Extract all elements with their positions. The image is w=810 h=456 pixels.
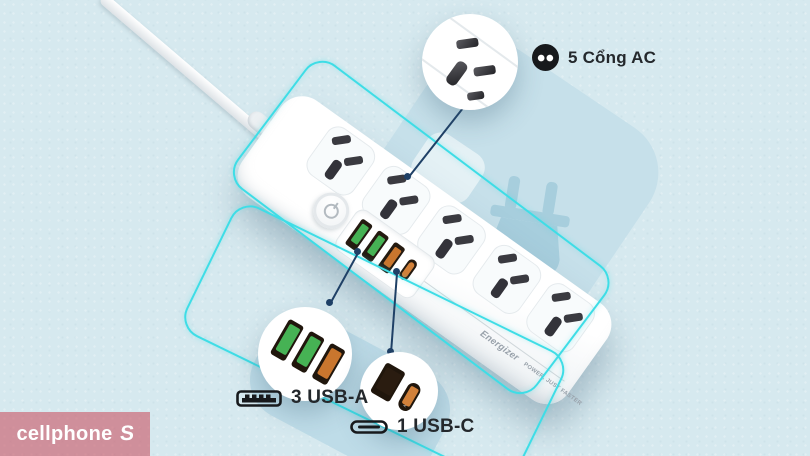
leader-dot (387, 348, 394, 355)
pin-slot (455, 37, 479, 50)
ac-closeup (422, 14, 518, 110)
logo-name: cellphone (16, 422, 113, 445)
leader-dot (393, 268, 400, 275)
usb-c-port (397, 257, 419, 283)
pin-slot (473, 64, 497, 77)
label-usb-c: 1 USB-C (350, 416, 474, 438)
brand-tagline: POWER, JUST FASTER (522, 361, 583, 407)
logo-suffix: S (118, 422, 135, 445)
label-usb-c-text: 1 USB-C (397, 416, 475, 437)
power-cable (98, 0, 270, 142)
callout-usb-a-circle (258, 307, 352, 401)
leader-dot (404, 173, 411, 180)
brand-name: Energizer (477, 328, 521, 364)
usb-c-icon (350, 420, 388, 434)
label-usb-a: 3 USB-A (236, 387, 368, 409)
usb-a-icon (236, 389, 282, 407)
power-icon (320, 200, 342, 222)
pin-slot (466, 90, 485, 101)
callout-usb-c-circle: QC3.0/18W PD3.0/20W (360, 352, 438, 430)
label-ac-text: 5 Cổng AC (568, 47, 657, 67)
socket-icon (532, 44, 559, 71)
power-strip: Energizer POWER, JUST FASTER (227, 86, 622, 415)
leader-dot (326, 299, 333, 306)
ac-outlet (361, 165, 431, 235)
cellphones-logo: cellphone S (0, 412, 150, 456)
ac-outlet (417, 205, 486, 275)
leader-dot (354, 248, 361, 255)
ac-outlet (306, 126, 376, 196)
ac-outlet (472, 244, 542, 314)
callout-ac-circle (422, 14, 518, 110)
ac-outlet (526, 283, 595, 353)
label-ac: 5 Cổng AC (532, 44, 656, 71)
pin-slot (444, 59, 470, 88)
usb-c-port: PD3.0/20W (395, 380, 423, 414)
label-usb-a-text: 3 USB-A (291, 387, 369, 408)
port-spec-text: PD3.0/20W (402, 386, 418, 409)
port-spec-text: QC3.0/18W (379, 370, 396, 393)
